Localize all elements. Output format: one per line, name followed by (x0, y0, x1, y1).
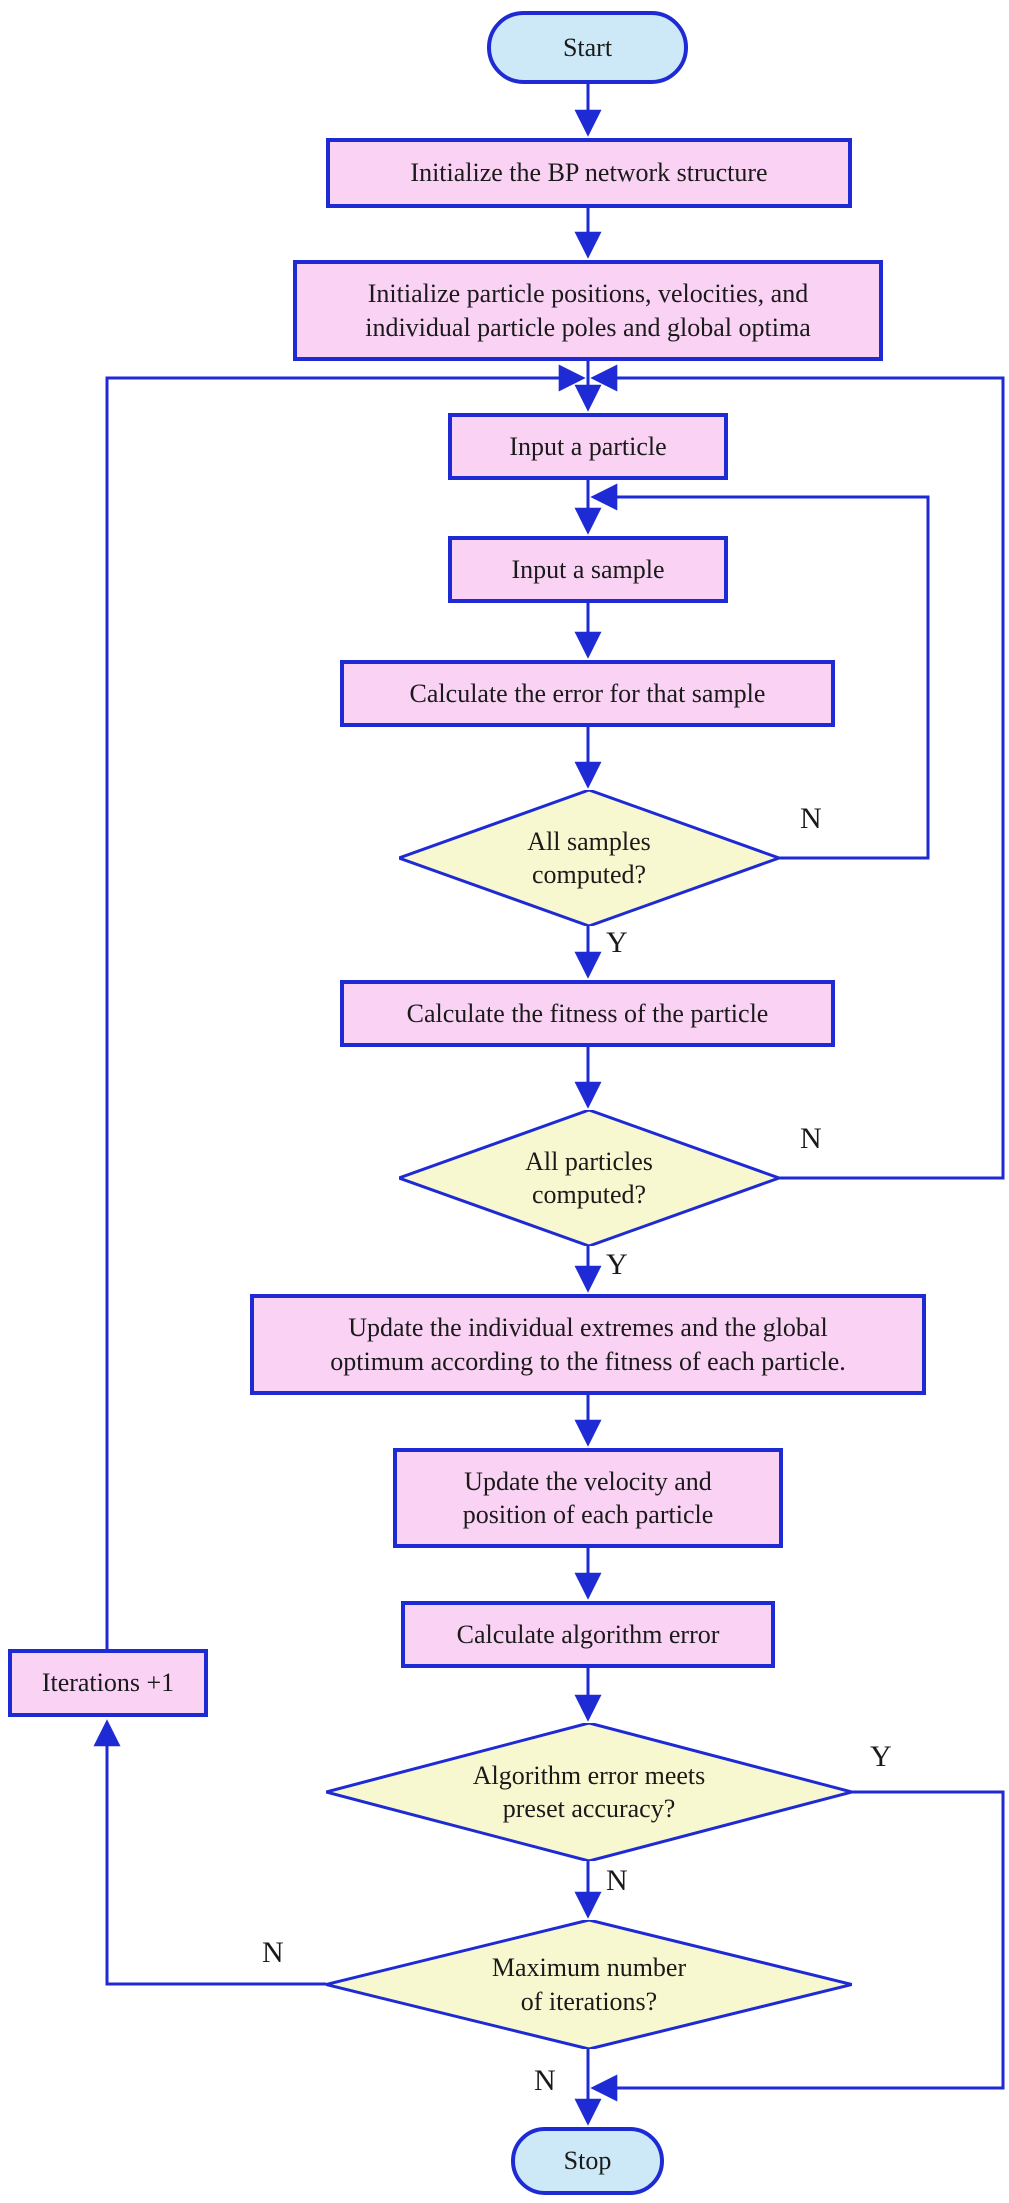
process-update-velocity: Update the velocity and position of each… (393, 1448, 783, 1548)
input-sample-label: Input a sample (511, 554, 665, 584)
decision-error-meets-accuracy: Algorithm error meets preset accuracy? (326, 1723, 852, 1861)
label-all-particles-y: Y (606, 1248, 628, 1281)
diamond-shape (326, 1723, 852, 1861)
calculate-fitness-label: Calculate the fitness of the particle (406, 998, 769, 1028)
start-label: Start (562, 32, 613, 62)
input-particle-label: Input a particle (509, 431, 667, 461)
stop-label: Stop (563, 2146, 612, 2176)
label-all-particles-n: N (800, 1122, 822, 1155)
all-particles-computed-label: All particles computed? (525, 1146, 653, 1209)
all-samples-computed-label: All samples computed? (527, 826, 651, 889)
iterations-increment-label: Iterations +1 (41, 1668, 175, 1698)
diamond-shape (326, 1920, 852, 2049)
label-all-samples-y: Y (606, 926, 628, 959)
decision-max-iterations: Maximum number of iterations? (326, 1920, 852, 2049)
calculate-algorithm-error-label: Calculate algorithm error (456, 1619, 720, 1649)
process-iterations-increment: Iterations +1 (8, 1649, 208, 1717)
decision-all-particles-computed: All particles computed? (399, 1110, 779, 1246)
initialize-particles-label: Initialize particle positions, velocitie… (365, 279, 811, 342)
edge-error-meets-yes-to-stop-merge (590, 1790, 1005, 2102)
edge-all-particles-no-loop (590, 364, 1005, 1180)
label-error-meets-n: N (606, 1864, 628, 1897)
label-all-samples-n: N (800, 802, 822, 835)
label-error-meets-y: Y (870, 1740, 892, 1773)
diamond-shape (399, 1110, 779, 1246)
process-input-sample: Input a sample (448, 536, 728, 603)
process-calculate-sample-error: Calculate the error for that sample (340, 660, 835, 727)
calculate-sample-error-label: Calculate the error for that sample (409, 678, 766, 708)
max-iterations-label: Maximum number of iterations? (491, 1953, 687, 2016)
process-calculate-algorithm-error: Calculate algorithm error (401, 1601, 775, 1668)
start-node: Start (487, 11, 688, 84)
update-velocity-label: Update the velocity and position of each… (462, 1466, 714, 1529)
process-initialize-bp: Initialize the BP network structure (326, 138, 852, 208)
edge-max-iterations-no-to-iterations (93, 1719, 326, 1986)
process-input-particle: Input a particle (448, 413, 728, 480)
diamond-shape (399, 790, 779, 926)
error-meets-accuracy-label: Algorithm error meets preset accuracy? (472, 1760, 706, 1823)
edge-iterations-loop-to-top-merge (105, 364, 586, 1649)
update-extremes-label: Update the individual extremes and the g… (330, 1313, 846, 1376)
label-max-iterations-n-bottom: N (534, 2064, 556, 2097)
edge-all-samples-no-loop (590, 483, 930, 860)
label-max-iterations-n-left: N (262, 1936, 284, 1969)
process-initialize-particles: Initialize particle positions, velocitie… (293, 260, 883, 361)
decision-all-samples-computed: All samples computed? (399, 790, 779, 926)
stop-node: Stop (511, 2127, 664, 2195)
initialize-bp-label: Initialize the BP network structure (410, 158, 768, 188)
process-calculate-fitness: Calculate the fitness of the particle (340, 980, 835, 1047)
process-update-extremes: Update the individual extremes and the g… (250, 1294, 926, 1395)
